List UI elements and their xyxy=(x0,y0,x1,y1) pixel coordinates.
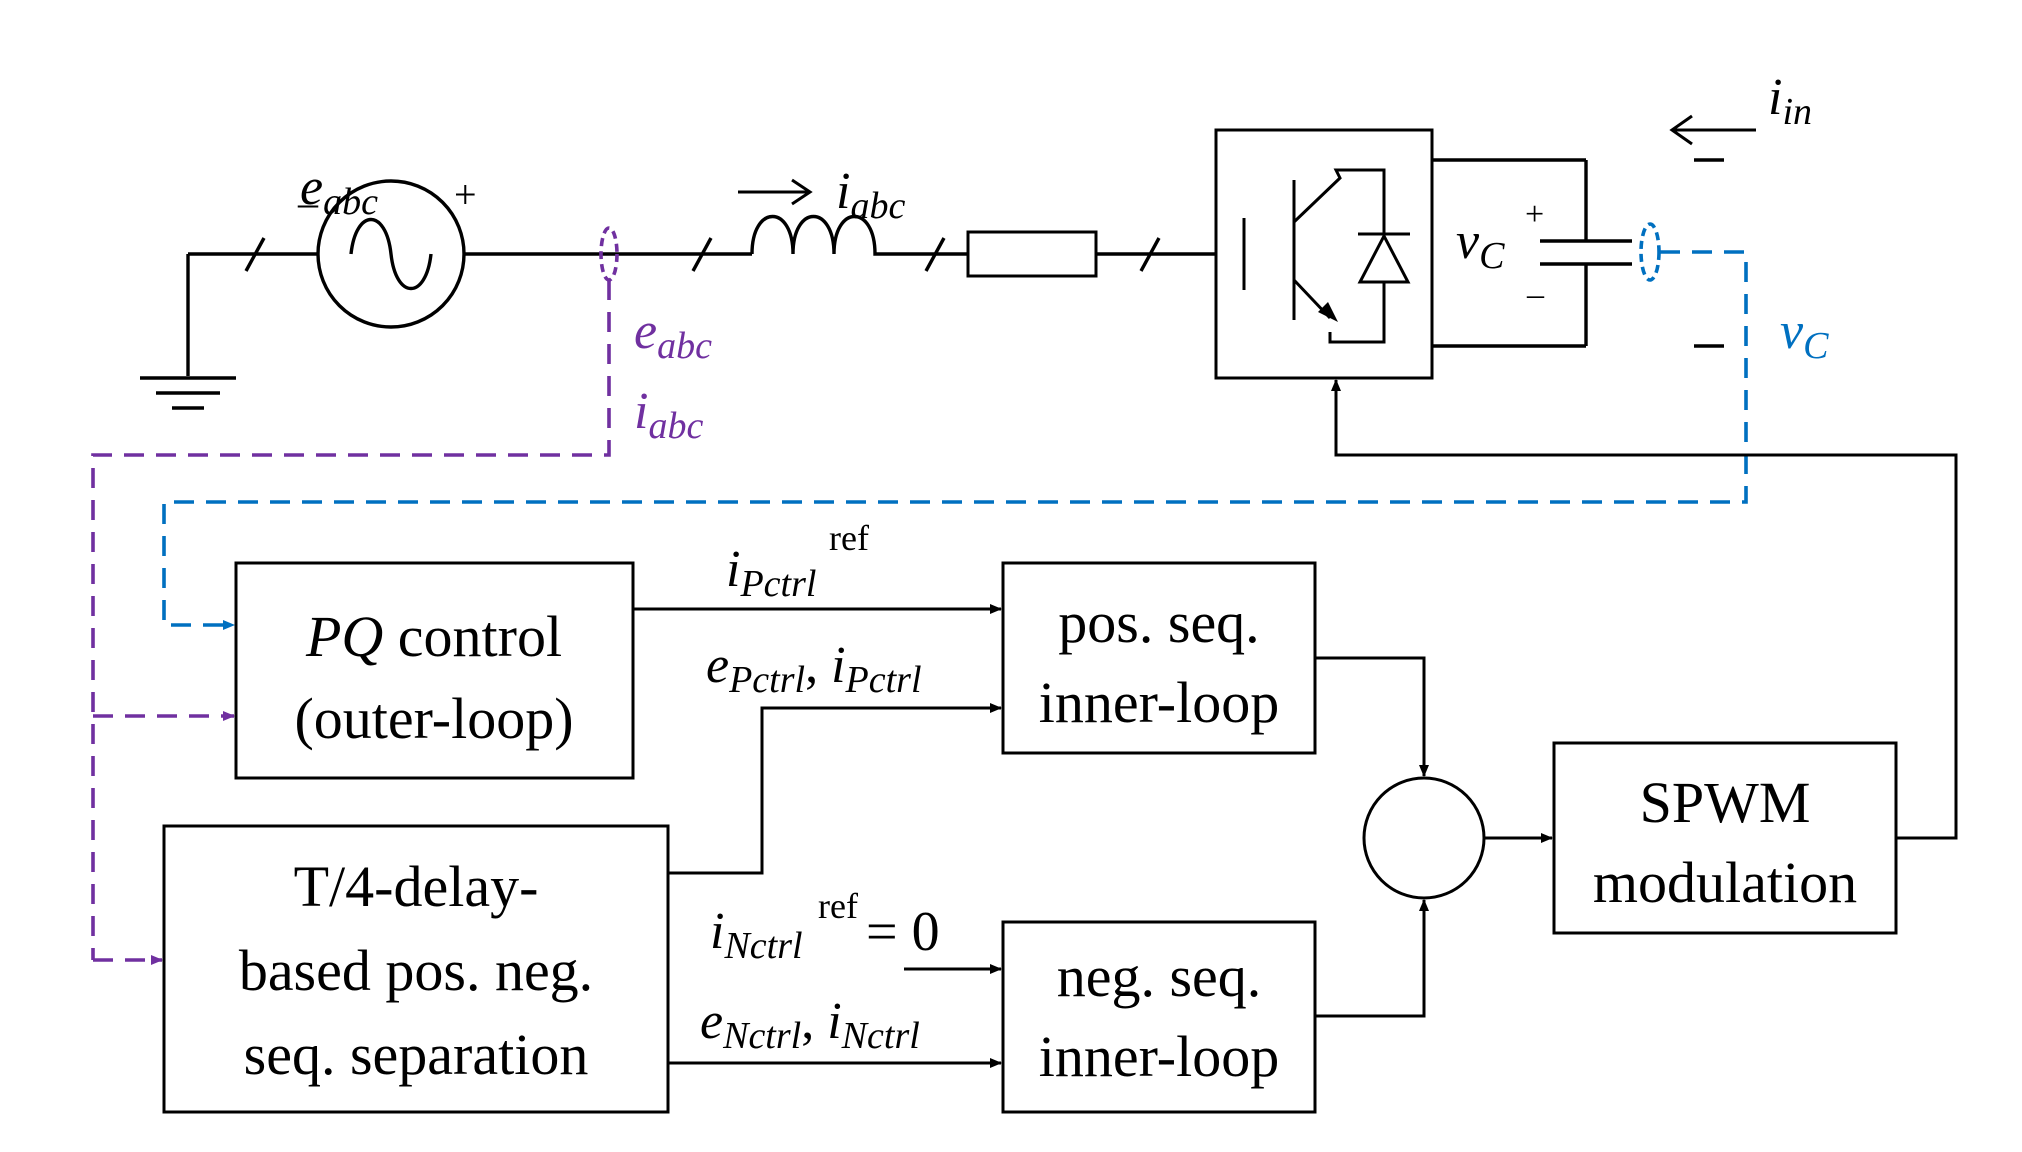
neg-seq-subtitle: inner-loop xyxy=(1039,1024,1279,1089)
neg-ref-label: iNctrl xyxy=(710,903,803,967)
cap-minus-sign: – xyxy=(1526,276,1545,313)
ac-measurement-path xyxy=(91,280,611,960)
ground-symbol xyxy=(140,254,236,410)
capacitor-icon xyxy=(1540,239,1632,266)
source-plus-sign: + xyxy=(454,172,477,217)
neg-to-sum-arrow xyxy=(1315,899,1429,1018)
pq-control-subtitle: (outer-loop) xyxy=(294,686,573,751)
neg-seq-title: neg. seq. xyxy=(1057,944,1262,1009)
pos-seq-title: pos. seq. xyxy=(1058,590,1259,655)
input-current-arrow xyxy=(1669,114,1756,146)
spwm-title: SPWM xyxy=(1640,770,1811,835)
separation-line-3: seq. separation xyxy=(244,1022,589,1087)
cap-plus-sign: + xyxy=(1525,196,1544,233)
ac-voltage-meas-label: eabc xyxy=(634,303,712,367)
input-current-label: iin xyxy=(1768,69,1812,133)
inductor-current-label: iabc xyxy=(836,163,905,227)
pos-feedback-arrow xyxy=(668,703,1002,875)
source-minus-sign: – xyxy=(297,180,319,225)
sine-wave-icon xyxy=(349,217,433,291)
pq-control-title: PQ control xyxy=(305,604,562,669)
resistor-icon xyxy=(966,230,1098,278)
neg-feedback-label: eNctrl, iNctrl xyxy=(700,993,920,1057)
ac-current-meas-label: iabc xyxy=(634,383,703,447)
gate-signal-arrow xyxy=(1331,379,1958,840)
dc-measurement-path xyxy=(162,250,1748,630)
dc-terminals xyxy=(1694,158,1724,348)
dc-voltage-meas-label: vC xyxy=(1780,303,1829,367)
pos-seq-inner-loop-block xyxy=(1001,561,1317,755)
converter-box xyxy=(1214,128,1434,380)
three-phase-marks xyxy=(244,237,1161,272)
pos-feedback-label: ePctrl, iPctrl xyxy=(706,637,922,701)
dc-voltage-label: vC xyxy=(1456,213,1505,277)
pos-ref-superscript: ref xyxy=(829,518,869,558)
diode-icon xyxy=(1357,170,1411,342)
summing-junction xyxy=(1362,776,1486,900)
neg-ref-value: = 0 xyxy=(866,901,940,963)
separation-line-2: based pos. neg. xyxy=(239,938,593,1003)
separation-line-1: T/4-delay- xyxy=(294,854,539,919)
pos-seq-subtitle: inner-loop xyxy=(1039,670,1279,735)
pos-to-sum-arrow xyxy=(1315,656,1429,777)
sequence-separation-block xyxy=(162,824,670,1114)
dc-sensor-probe xyxy=(1639,222,1661,282)
pq-control-block xyxy=(234,561,635,780)
ac-source xyxy=(316,179,466,329)
dc-bus xyxy=(1432,158,1588,348)
neg-ref-superscript: ref xyxy=(818,886,858,926)
source-label: eabc xyxy=(300,159,378,223)
pos-ref-label: iPctrl xyxy=(726,541,816,605)
spwm-subtitle: modulation xyxy=(1593,850,1857,915)
inductor-icon xyxy=(750,214,888,256)
spwm-block xyxy=(1552,741,1898,935)
inductor-current-arrow xyxy=(738,178,813,206)
